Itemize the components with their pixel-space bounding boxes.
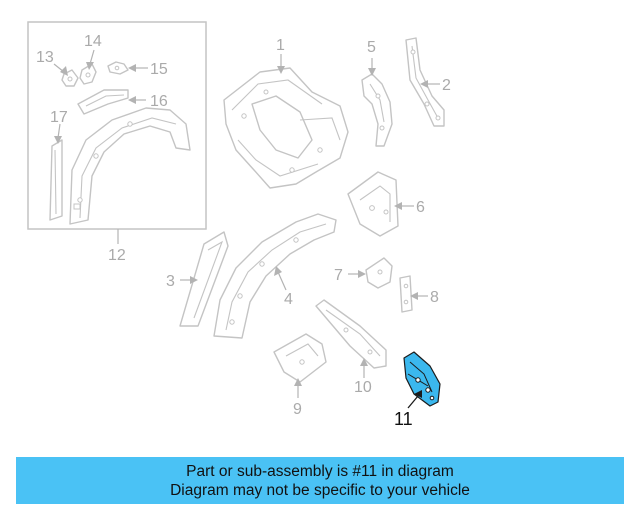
info-banner: Part or sub-assembly is #11 in diagram D… <box>16 457 624 504</box>
callout-8: 8 <box>430 289 439 306</box>
part-1[interactable] <box>223 67 349 189</box>
part-10[interactable] <box>315 299 387 369</box>
part-5[interactable] <box>361 73 393 147</box>
callout-17: 17 <box>50 109 68 126</box>
callout-2: 2 <box>442 77 451 94</box>
callout-11: 11 <box>394 409 413 429</box>
inset-frame <box>27 21 207 230</box>
callout-4: 4 <box>284 291 293 308</box>
callout-13: 13 <box>36 49 54 66</box>
callout-3: 3 <box>166 273 175 290</box>
callout-1: 1 <box>276 37 285 54</box>
callout-14: 14 <box>84 33 102 50</box>
part-3[interactable] <box>179 231 229 327</box>
callout-6: 6 <box>416 199 425 216</box>
callout-9: 9 <box>293 401 302 418</box>
part-9[interactable] <box>273 333 327 383</box>
part-11-highlighted[interactable] <box>403 351 441 407</box>
part-4[interactable] <box>213 213 337 339</box>
callout-5: 5 <box>367 39 376 56</box>
part-16[interactable] <box>77 89 129 115</box>
part-15[interactable] <box>107 61 129 75</box>
parts-diagram: 1 2 3 4 5 6 7 8 9 10 12 13 14 15 16 17 1… <box>27 21 451 429</box>
callout-12: 12 <box>108 247 126 264</box>
callout-16: 16 <box>150 93 168 110</box>
callout-labels: 1 2 3 4 5 6 7 8 9 10 12 13 14 15 16 17 1… <box>36 33 451 429</box>
banner-line-2: Diagram may not be specific to your vehi… <box>170 482 470 499</box>
part-17[interactable] <box>49 139 63 221</box>
part-7[interactable] <box>365 257 393 289</box>
part-12[interactable] <box>69 107 191 225</box>
callout-15: 15 <box>150 61 168 78</box>
callout-10: 10 <box>354 379 372 396</box>
leader-lines <box>53 49 440 409</box>
banner-line-1: Part or sub-assembly is #11 in diagram <box>186 463 454 480</box>
part-8[interactable] <box>399 275 413 313</box>
part-6[interactable] <box>347 171 399 237</box>
callout-7: 7 <box>334 267 343 284</box>
